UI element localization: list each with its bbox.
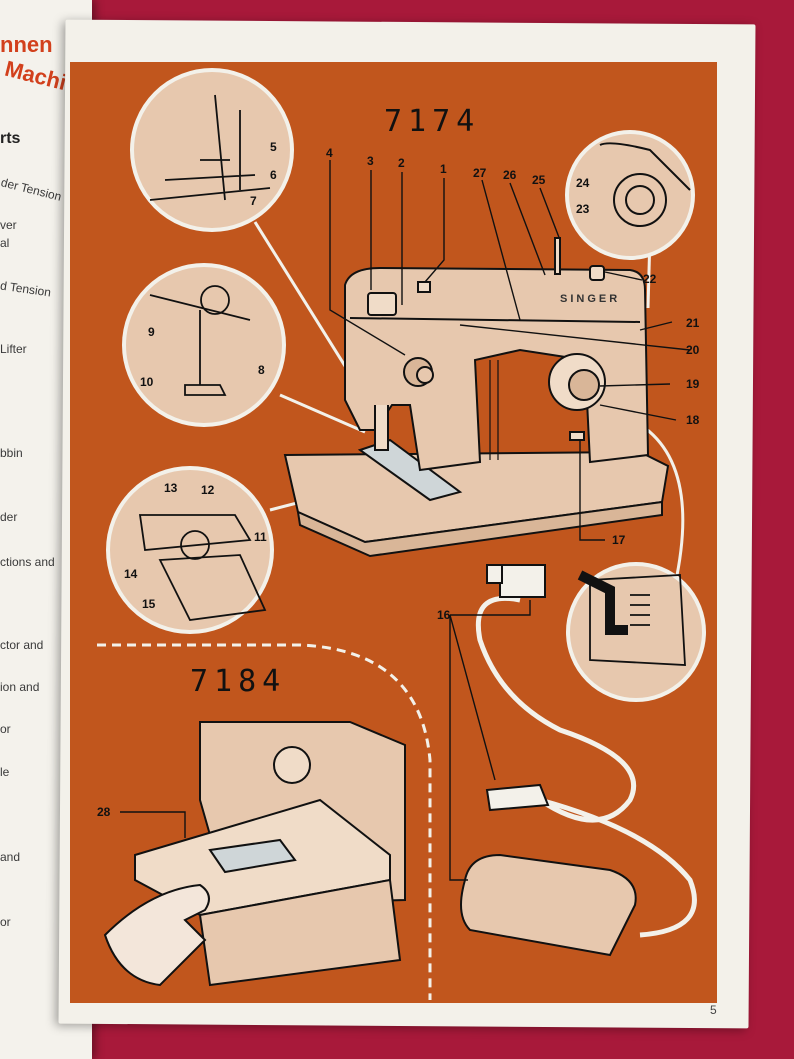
part-number-27: 27	[473, 166, 487, 180]
callout-handwheel	[565, 130, 695, 260]
part-number-1: 1	[440, 162, 447, 176]
part-number-23: 23	[576, 202, 590, 216]
part-number-26: 26	[503, 168, 517, 182]
part-number-15: 15	[142, 597, 156, 611]
left-page-line: ctor and	[0, 638, 44, 652]
page-number: 5	[710, 1003, 717, 1017]
part-number-11: 11	[254, 530, 267, 544]
section-divider	[97, 643, 432, 1000]
brand-label: SINGER	[560, 293, 621, 305]
callout-presser-foot	[122, 263, 286, 427]
model-number-7174: 7174	[384, 104, 481, 139]
left-page-line: der	[0, 510, 18, 524]
left-page-line: ctions and	[0, 555, 55, 569]
part-number-14: 14	[124, 567, 138, 581]
left-page-subtitle: rts	[0, 130, 21, 147]
part-number-4: 4	[326, 146, 333, 160]
part-number-8: 8	[258, 363, 265, 377]
part-number-24: 24	[576, 176, 590, 190]
callout-top-left	[130, 68, 294, 232]
part-number-28: 28	[97, 805, 111, 819]
sewing-machine-7184	[103, 721, 406, 987]
left-page-line: and	[0, 850, 21, 864]
part-number-12: 12	[201, 483, 215, 497]
part-number-3: 3	[367, 154, 374, 168]
left-page-line: al	[0, 236, 10, 250]
left-page-line: le	[0, 765, 10, 779]
part-number-7: 7	[250, 194, 257, 208]
callout-needle-plate	[106, 466, 274, 634]
part-number-25: 25	[532, 173, 546, 187]
part-number-9: 9	[148, 325, 155, 339]
power-cord-and-foot-control	[460, 564, 697, 957]
left-page-line: ver	[0, 218, 17, 232]
part-number-6: 6	[270, 168, 277, 182]
part-number-16: 16	[437, 608, 451, 622]
part-number-13: 13	[164, 481, 178, 495]
part-number-22: 22	[643, 272, 657, 286]
part-number-20: 20	[686, 343, 700, 357]
part-number-2: 2	[398, 156, 405, 170]
model-number-7184: 7184	[190, 664, 287, 699]
left-page-line: bbin	[0, 446, 23, 460]
part-number-19: 19	[686, 377, 700, 391]
part-leader-lines	[120, 160, 691, 881]
left-page-line: or	[0, 722, 11, 736]
left-page-line: ion and	[0, 680, 40, 694]
part-number-17: 17	[612, 533, 626, 547]
left-page-title-1: nnen	[0, 32, 53, 57]
callout-socket	[566, 562, 706, 702]
part-number-5: 5	[270, 140, 277, 154]
part-number-18: 18	[686, 413, 700, 427]
left-page-line: Lifter	[0, 342, 27, 356]
part-number-21: 21	[686, 316, 700, 330]
part-number-10: 10	[140, 375, 154, 389]
left-page-line: or	[0, 915, 11, 929]
sewing-machine-7174	[283, 237, 670, 558]
